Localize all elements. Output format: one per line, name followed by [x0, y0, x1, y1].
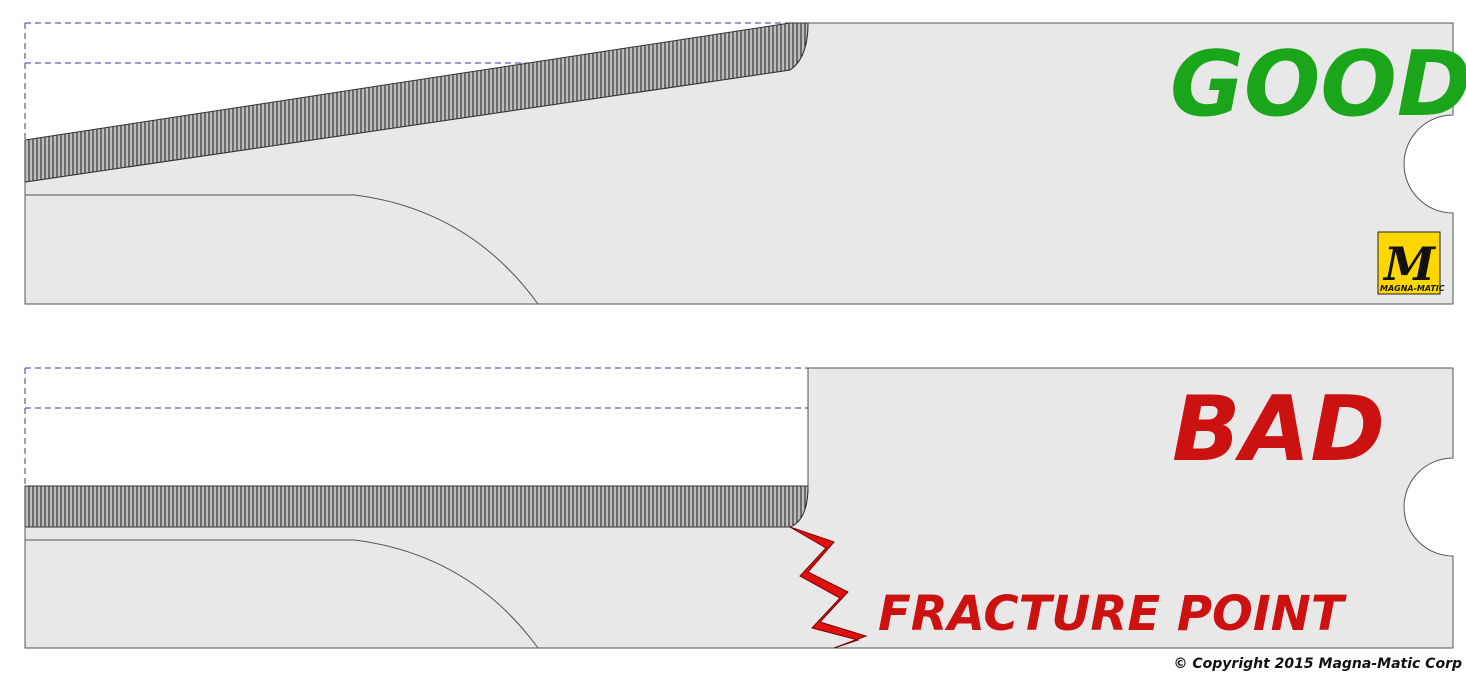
bad-label: BAD	[1172, 377, 1385, 482]
fracture-point-label: FRACTURE POINT	[878, 586, 1347, 642]
bad-panel: BAD FRACTURE POINT	[24, 367, 1454, 649]
good-inner-curve	[25, 194, 539, 305]
fracture-crack-icon	[789, 526, 868, 649]
bad-bevel-hatch	[24, 485, 809, 528]
logo-caption: MAGNA-MATIC	[1380, 284, 1445, 293]
good-panel: GOOD M MAGNA-MATIC	[24, 22, 1466, 305]
bad-guide-lines	[24, 367, 808, 486]
magna-matic-logo-icon: M MAGNA-MATIC	[1377, 231, 1445, 295]
bad-inner-curve	[25, 539, 539, 649]
good-bevel-hatch	[24, 22, 809, 183]
good-label: GOOD	[1170, 32, 1466, 137]
good-guide-lines	[24, 22, 808, 140]
copyright-notice: © Copyright 2015 Magna-Matic Corp	[1174, 656, 1463, 672]
logo-letter: M	[1382, 237, 1437, 291]
